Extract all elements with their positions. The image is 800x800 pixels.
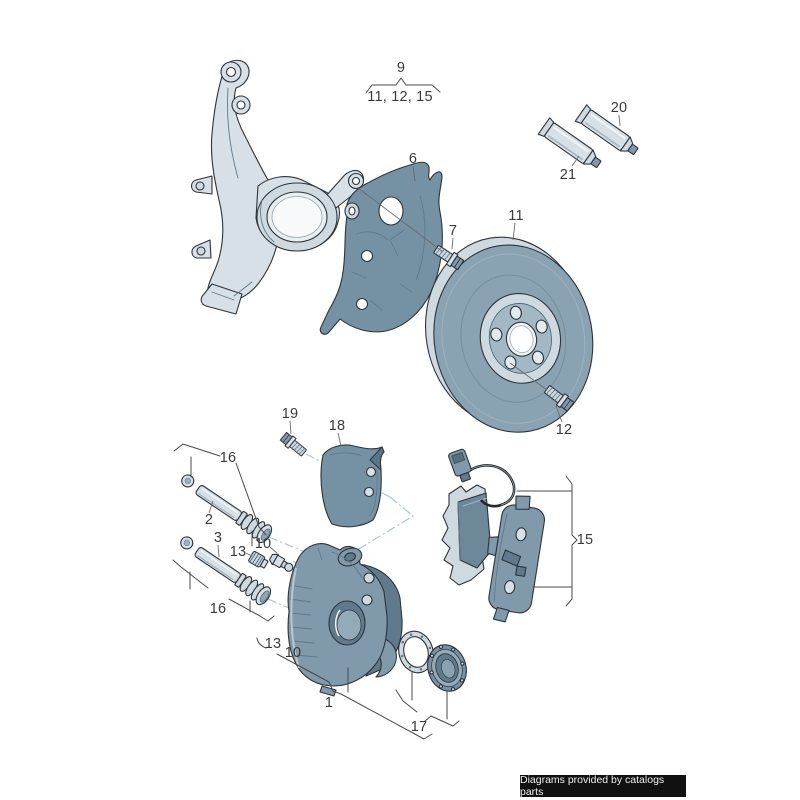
- provider-badge: Diagrams provided by catalogs parts: [520, 774, 686, 798]
- boot-ring-17: [427, 644, 467, 692]
- callout-10: 10: [284, 645, 302, 661]
- brake-caliper: [287, 543, 403, 697]
- callout-9: 9: [396, 60, 406, 76]
- callout-13: 13: [229, 544, 247, 560]
- splash-shield: [319, 161, 443, 335]
- callout-7: 7: [448, 223, 458, 239]
- callout-3: 3: [213, 530, 223, 546]
- bracket-1: [256, 637, 433, 740]
- bracket-16-top: [173, 443, 267, 547]
- steering-knuckle: [190, 59, 365, 315]
- callout-11-12-15: 11, 12, 15: [367, 89, 433, 105]
- bolt-19: [278, 430, 309, 459]
- bracket-15: [516, 475, 578, 607]
- callout-18: 18: [328, 418, 346, 434]
- brace-9: [365, 77, 441, 94]
- heat-shield-18: [320, 444, 385, 528]
- callout-16: 16: [209, 601, 227, 617]
- callout-17: 17: [410, 719, 428, 735]
- seal-ring-17: [398, 630, 434, 674]
- brake-pad-inner: [441, 484, 492, 586]
- callout-10: 10: [254, 536, 272, 552]
- bracket-17: [395, 671, 460, 727]
- wear-sensor: [448, 448, 516, 508]
- callout-1: 1: [324, 695, 334, 711]
- callout-13: 13: [264, 636, 282, 652]
- guide-pin-2: [175, 469, 276, 546]
- callout-21: 21: [559, 167, 577, 183]
- callout-6: 6: [408, 151, 418, 167]
- callout-12: 12: [555, 422, 573, 438]
- callout-19: 19: [281, 406, 299, 422]
- bracket-16-bottom: [172, 559, 275, 622]
- callout-15: 15: [576, 532, 594, 548]
- callout-11: 11: [508, 208, 524, 224]
- callout-2: 2: [204, 512, 214, 528]
- brake-disc: [424, 236, 594, 433]
- part-10-fitting: [268, 553, 294, 572]
- callout-20: 20: [610, 100, 628, 116]
- wheel-bolt-holes: [490, 305, 548, 370]
- leader-lines: [208, 114, 621, 558]
- part-13-plug: [248, 550, 269, 569]
- callout-16: 16: [219, 450, 237, 466]
- group-brackets: [172, 77, 578, 740]
- brake-pad-outer: [487, 495, 546, 623]
